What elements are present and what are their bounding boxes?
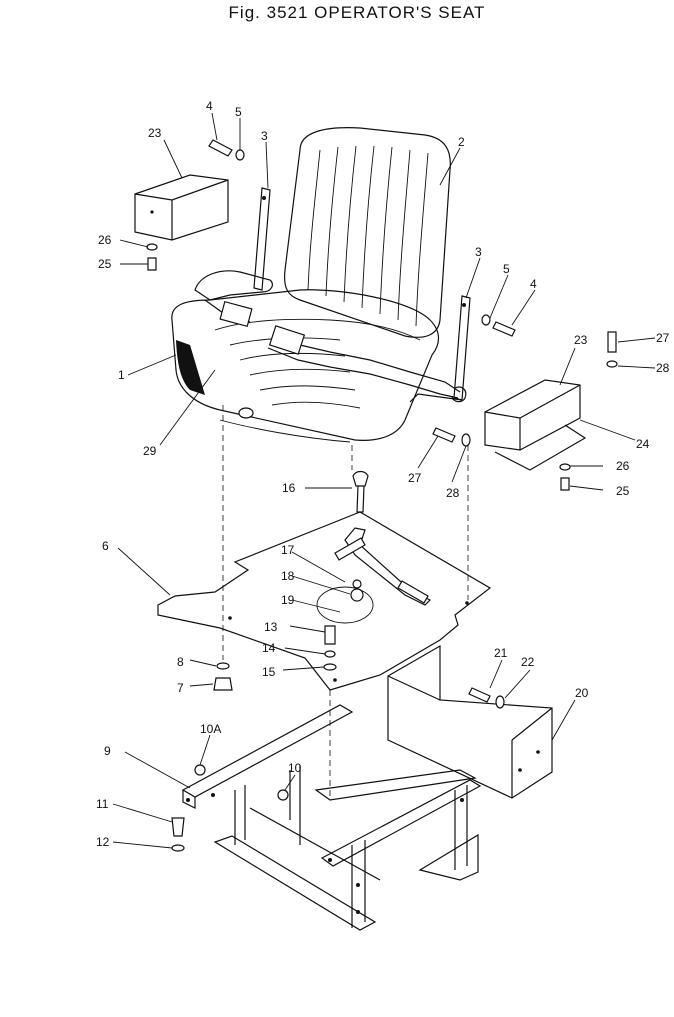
label-1: 1 xyxy=(118,368,125,382)
label-10: 10 xyxy=(288,761,302,775)
label-9: 9 xyxy=(104,744,111,758)
label-25: 25 xyxy=(98,257,112,271)
figure-title: Fig. 3521 OPERATOR'S SEAT xyxy=(228,3,486,22)
lock-pin xyxy=(352,470,369,513)
label-26: 26 xyxy=(98,233,112,247)
label-25: 25 xyxy=(616,484,630,498)
seat-back xyxy=(283,127,451,338)
label-4: 4 xyxy=(530,277,537,291)
label-23: 23 xyxy=(574,333,588,347)
label-28: 28 xyxy=(446,486,460,500)
label-26: 26 xyxy=(616,459,630,473)
label-6: 6 xyxy=(102,539,109,553)
label-22: 22 xyxy=(521,655,535,669)
base-plate xyxy=(157,511,492,691)
label-7: 7 xyxy=(177,681,184,695)
bracket-right xyxy=(409,295,471,403)
armrest-left xyxy=(134,174,229,241)
label-12: 12 xyxy=(96,835,110,849)
label-16: 16 xyxy=(282,481,296,495)
label-3: 3 xyxy=(261,129,268,143)
seat-frame xyxy=(171,704,482,931)
alignment-lines xyxy=(222,405,469,800)
label-23: 23 xyxy=(148,126,162,140)
label-5: 5 xyxy=(503,262,510,276)
armrest-right xyxy=(484,379,587,471)
fasteners xyxy=(146,139,618,491)
label-13: 13 xyxy=(264,620,278,634)
label-2: 2 xyxy=(458,135,465,149)
plate-fasteners xyxy=(213,625,337,691)
label-21: 21 xyxy=(494,646,508,660)
label-17: 17 xyxy=(281,543,295,557)
label-4: 4 xyxy=(206,99,213,113)
label-28: 28 xyxy=(656,361,670,375)
label-10a: 10A xyxy=(200,722,221,736)
label-27: 27 xyxy=(408,471,422,485)
label-29: 29 xyxy=(143,444,157,458)
label-15: 15 xyxy=(262,665,276,679)
label-19: 19 xyxy=(281,593,295,607)
label-20: 20 xyxy=(575,686,589,700)
label-24: 24 xyxy=(636,437,650,451)
label-5: 5 xyxy=(235,105,242,119)
label-3: 3 xyxy=(475,245,482,259)
part-labels: 4 5 3 23 2 3 5 4 26 25 1 23 27 28 29 27 … xyxy=(96,99,670,849)
label-8: 8 xyxy=(177,655,184,669)
leader-lines xyxy=(112,112,656,849)
label-14: 14 xyxy=(262,641,276,655)
label-18: 18 xyxy=(281,569,295,583)
label-11: 11 xyxy=(96,797,109,811)
seat-belt xyxy=(194,270,467,403)
label-27: 27 xyxy=(656,331,670,345)
bracket-left xyxy=(253,187,271,291)
